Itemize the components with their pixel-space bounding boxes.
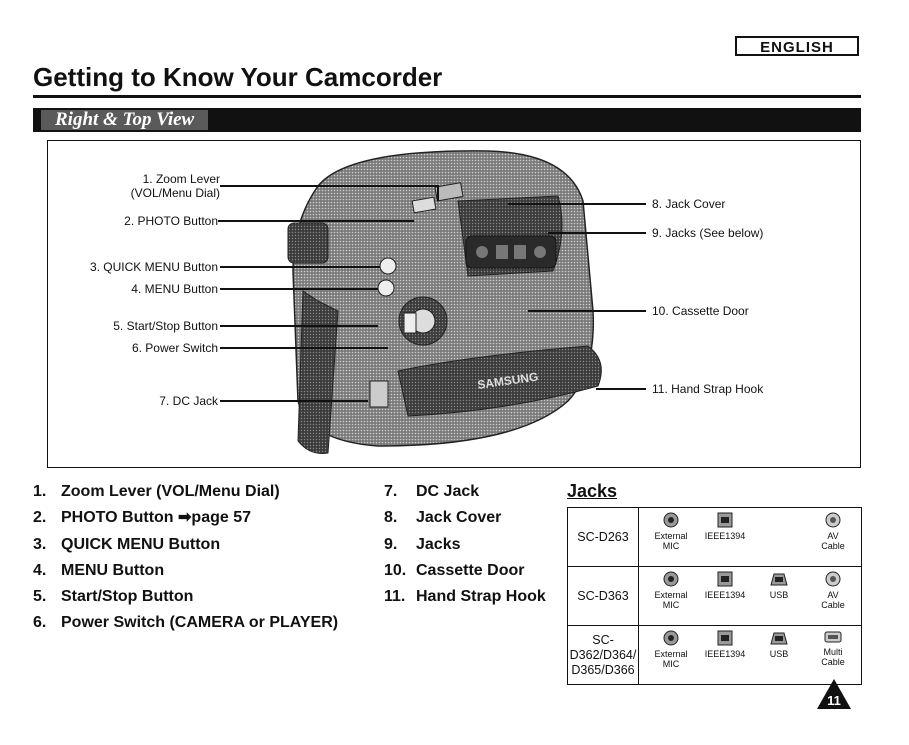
list-item: 2.PHOTO Button ➡page 57 [33, 509, 252, 527]
list-item: 5.Start/Stop Button [33, 588, 194, 606]
list-item: 11.Hand Strap Hook [384, 588, 546, 606]
usb-jack-icon [770, 573, 788, 586]
ieee1394-jack-icon [717, 630, 733, 646]
callout-menu-button: 4. MENU Button [131, 282, 218, 296]
page-number-triangle-icon: 11 [817, 679, 851, 709]
mic-jack-icon [663, 512, 679, 528]
list-item: 7.DC Jack [384, 483, 480, 500]
callout-power-switch: 6. Power Switch [131, 341, 218, 355]
callout-photo-button: 2. PHOTO Button [124, 214, 218, 228]
callout-start-stop-button: 5. Start/Stop Button [113, 319, 218, 333]
title-rule [33, 95, 861, 98]
mic-jack-icon [663, 571, 679, 587]
language-badge: ENGLISH [735, 36, 859, 56]
ieee1394-jack-icon [717, 571, 733, 587]
callout-dc-jack: 7. DC Jack [159, 394, 218, 408]
section-title: Right & Top View [41, 110, 209, 130]
model-cell: SC-D363 [567, 566, 639, 626]
usb-jack-icon [770, 632, 788, 645]
av-jack-icon [825, 571, 841, 587]
list-item: 1.Zoom Lever (VOL/Menu Dial) [33, 483, 280, 500]
model-cell: SC-D362/D364/D365/D366 [567, 625, 639, 685]
mic-jack-icon [663, 630, 679, 646]
parts-list-left: 1.Zoom Lever (VOL/Menu Dial) 2.PHOTO But… [33, 479, 338, 637]
list-item: 8.Jack Cover [384, 509, 502, 527]
callout-zoom-lever: 1. Zoom Lever (VOL/Menu Dial) [130, 172, 220, 200]
multi-jack-icon [824, 631, 842, 643]
av-jack-icon [825, 512, 841, 528]
section-bar: Right & Top View [33, 108, 861, 132]
callout-quick-menu-button: 3. QUICK MENU Button [89, 260, 218, 274]
camcorder-figure: SAMSUNG 1. Zoom Lever (VOL/Menu Dial) 2.… [47, 140, 861, 468]
callout-jack-cover: 8. Jack Cover [652, 197, 726, 211]
page-number: 11 [827, 693, 841, 708]
callout-hand-strap-hook: 11. Hand Strap Hook [652, 382, 764, 396]
ieee1394-jack-icon [717, 512, 733, 528]
list-item: 6.Power Switch (CAMERA or PLAYER) [33, 614, 339, 632]
list-item: 9.Jacks [384, 535, 461, 553]
list-item: 10.Cassette Door [384, 561, 525, 579]
list-item: 3.QUICK MENU Button [33, 535, 221, 553]
camcorder-illustration: SAMSUNG [218, 150, 646, 454]
parts-list-right: 7.DC Jack 8.Jack Cover 9.Jacks 10.Casset… [384, 479, 546, 610]
page-title: Getting to Know Your Camcorder [33, 62, 443, 92]
callout-cassette-door: 10. Cassette Door [652, 304, 749, 318]
model-cell: SC-D263 [567, 507, 639, 567]
callout-jacks: 9. Jacks (See below) [652, 226, 764, 240]
jacks-title: Jacks [567, 481, 618, 501]
list-item: 4.MENU Button [33, 561, 165, 579]
